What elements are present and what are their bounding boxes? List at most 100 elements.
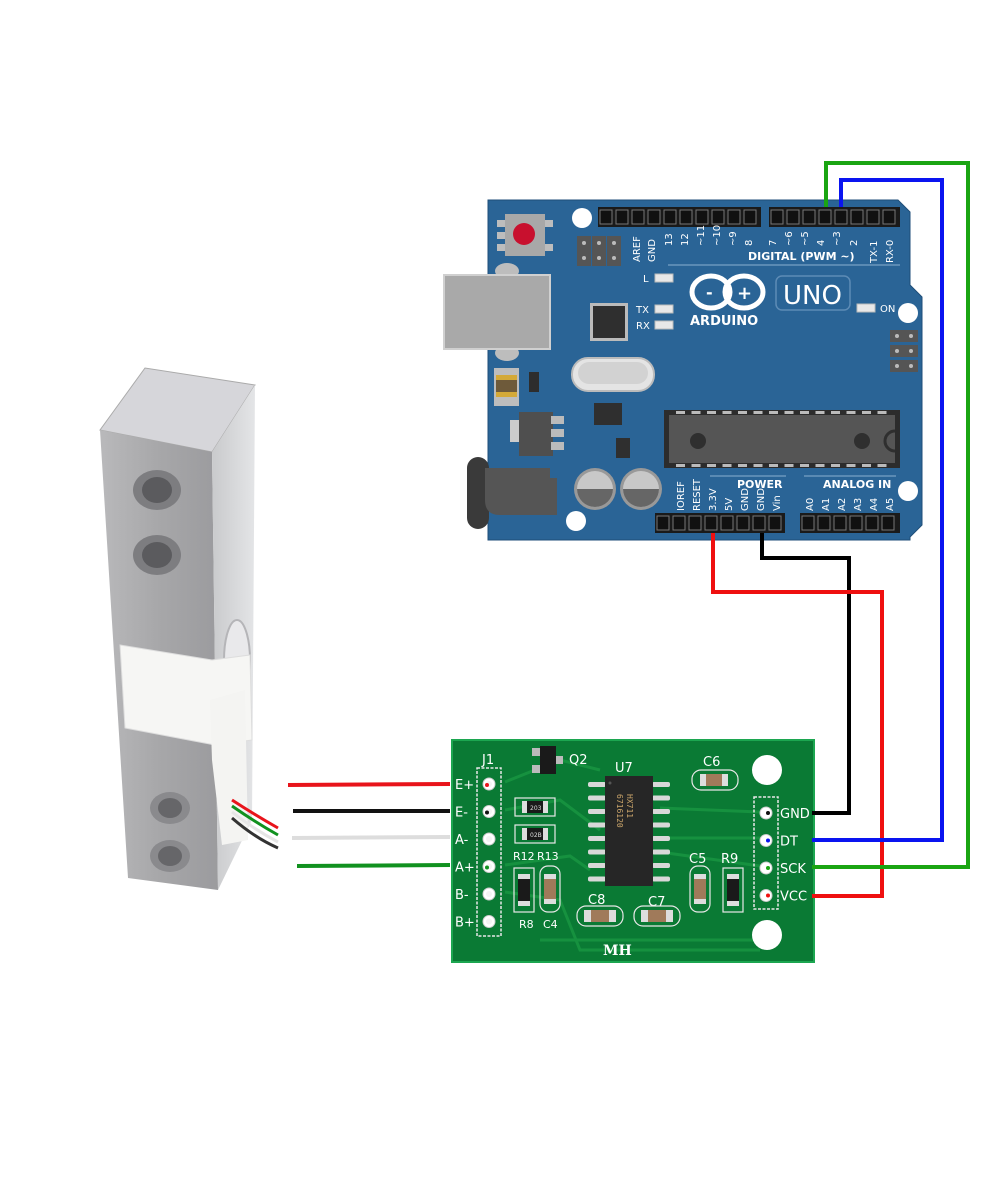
led-on-label: ON: [880, 304, 895, 315]
arduino-brand-text: ARDUINO: [690, 314, 758, 329]
chip-marking: HX711: [625, 794, 634, 818]
chip-marking: 6716120: [615, 794, 624, 828]
digital-pin-label: 7: [768, 240, 779, 246]
c4-label: C4: [543, 918, 558, 931]
digital-pin-label: TX-1: [869, 241, 880, 264]
led-rx-label: RX: [636, 321, 650, 332]
q2-label: Q2: [569, 753, 588, 768]
digital-pin-label: 8: [744, 240, 755, 246]
analog-pin-label: A2: [837, 498, 848, 511]
digital-pin-label: ~3: [832, 231, 843, 246]
analog-header-label: ANALOG IN: [823, 478, 891, 491]
usb-port: [443, 263, 551, 361]
screw-hole-inner: [158, 846, 182, 866]
hx711-output-pin-label: DT: [780, 835, 798, 850]
output-connector-outline: [753, 796, 779, 910]
digital-pin-label: ~11: [696, 225, 707, 246]
hx711-input-pin-label: A+: [455, 861, 475, 876]
wire-green-a-plus: [296, 863, 451, 868]
hx711-output-pin-label: GND: [780, 807, 810, 822]
hx711-left-pins: E+ E- A- A+ B- B+: [455, 777, 496, 931]
power-pin-label: 3.3V: [708, 488, 719, 511]
reset-button[interactable]: [497, 214, 553, 256]
analog-pin-label: A3: [853, 498, 864, 511]
digital-pin-label: 2: [849, 240, 860, 246]
j1-outline: [476, 767, 502, 937]
led-indicators: L TX RX ON: [635, 273, 895, 332]
digital-pin-label: ~6: [784, 231, 795, 246]
hx711-output-pin-label: VCC: [780, 890, 807, 905]
power-pin-label: RESET: [692, 478, 703, 511]
wire-sck-green: [812, 161, 970, 869]
power-pin-label: Vin: [772, 495, 783, 511]
power-pin-label: GND: [756, 488, 767, 511]
c7-label: C7: [648, 895, 665, 910]
mounting-hole: [752, 755, 782, 785]
small-ic: [594, 403, 622, 425]
gauge-cover: [210, 690, 248, 845]
digital-pin-label: ~10: [712, 225, 723, 246]
r13-label: R13: [537, 850, 559, 863]
r12-label: R12: [513, 850, 535, 863]
power-pin-label: GND: [740, 488, 751, 511]
electrolytic-capacitor: [620, 468, 662, 510]
r8-label: R8: [519, 918, 534, 931]
analog-pin-label: A5: [885, 498, 896, 511]
led-l-label: L: [643, 274, 649, 285]
mounting-hole: [898, 303, 918, 323]
mounting-hole: [752, 920, 782, 950]
tantalum-stripe: [496, 380, 517, 392]
arduino-uno-board: L TX RX ON - + ARDUINO UNO: [443, 199, 923, 541]
r12-code: 203: [530, 805, 542, 812]
analog-pin-label: A4: [869, 498, 880, 511]
mh-silkscreen: MH: [603, 943, 632, 959]
bottom-header-sockets: [656, 515, 895, 531]
led-tx-label: TX: [635, 305, 649, 316]
power-header-label: POWER: [737, 478, 783, 491]
mounting-hole: [566, 511, 586, 531]
hx711-input-pin-label: E+: [455, 778, 474, 793]
atmega-microcontroller: [664, 410, 900, 468]
wire-dt-blue: [812, 178, 944, 842]
screw-hole-inner: [158, 798, 182, 818]
digital-pin-label: GND: [647, 239, 658, 262]
hx711-input-pin-label: A-: [455, 833, 469, 848]
digital-pin-label: AREF: [632, 236, 643, 262]
reset-button-cap[interactable]: [513, 223, 535, 245]
load-cell-wires: [287, 782, 451, 868]
electrolytic-capacitor: [574, 468, 616, 510]
r13-code: 02B: [530, 832, 542, 839]
arduino-wires: [711, 161, 970, 898]
small-ic: [616, 438, 630, 458]
board-name-text: UNO: [783, 281, 842, 311]
analog-pin-label: A0: [805, 498, 816, 511]
hx711-right-pins: GND DT SCK VCC: [759, 806, 810, 905]
digital-pin-label: ~9: [728, 231, 739, 246]
power-pin-label: 5V: [724, 498, 735, 511]
regulator-tab: [510, 420, 520, 442]
hx711-input-pin-label: B+: [455, 916, 475, 931]
digital-pin-label: RX-0: [885, 240, 896, 263]
c8-label: C8: [588, 893, 605, 908]
wire-vcc-red: [711, 533, 884, 898]
r9-label: R9: [721, 852, 738, 867]
load-cell: [99, 367, 279, 890]
arduino-logo: - + ARDUINO UNO: [689, 273, 851, 329]
digital-pin-label: 12: [680, 233, 691, 246]
smd-components: C6 203 02B R12 R13 R8 C4 C8 C7: [513, 755, 744, 931]
wire-gnd-black: [760, 533, 851, 815]
hx711-input-pin-label: E-: [455, 806, 468, 821]
hx711-input-pin-label: B-: [455, 888, 469, 903]
screw-hole-inner: [142, 477, 172, 503]
transistor-small: [529, 372, 539, 392]
dc-power-jack: [467, 457, 557, 529]
hx711-output-pin-label: SCK: [780, 862, 806, 877]
hx711-chip: U7 HX711 6716120: [588, 761, 670, 886]
screw-hole-inner: [142, 542, 172, 568]
mounting-hole: [898, 481, 918, 501]
digital-pin-label: ~5: [800, 231, 811, 246]
digital-pin-label: 4: [816, 240, 827, 246]
